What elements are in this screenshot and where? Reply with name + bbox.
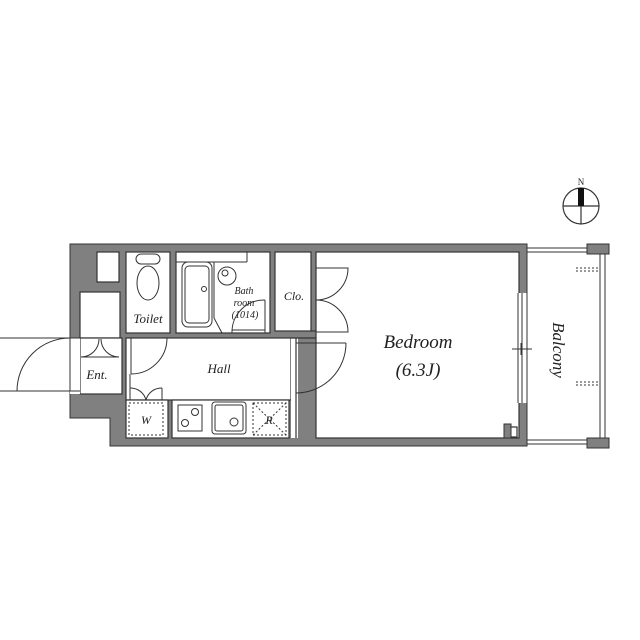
hall-label: Hall [206, 361, 231, 376]
rooms [79, 251, 520, 439]
refrigerator-label: R [264, 413, 273, 427]
toilet-door [130, 337, 168, 375]
compass-icon: N [562, 177, 600, 225]
bath-label-2: room [234, 298, 255, 309]
stove-icon [177, 404, 203, 432]
bath-label-3: (1014) [232, 310, 259, 321]
bath-door [231, 299, 266, 334]
closet [274, 251, 312, 332]
toilet-label: Toilet [133, 311, 163, 326]
entrance-label: Ent. [85, 367, 107, 382]
balcony-window[interactable] [512, 293, 532, 403]
toilet-icon [135, 253, 161, 301]
entrance [79, 337, 123, 395]
kitchen-sink-icon [211, 401, 247, 435]
refrigerator-space: R [252, 402, 287, 436]
balcony [527, 243, 610, 449]
balcony-label: Balcony [549, 322, 568, 378]
bedroom-door [295, 342, 347, 394]
storage-box [96, 251, 120, 283]
kitchen-counter [171, 399, 290, 439]
shoe-storage [79, 291, 121, 339]
front-door[interactable] [0, 337, 80, 394]
compass-north-label: N [578, 177, 585, 187]
washer-space [125, 399, 169, 439]
bedroom [315, 251, 520, 439]
washer-label: W [141, 413, 152, 427]
bedroom-label: Bedroom [384, 332, 453, 353]
washer-doors [129, 374, 163, 401]
closet-doors [315, 267, 349, 333]
closet-label: Clo. [284, 289, 304, 303]
sink-icon [217, 266, 237, 286]
bath-label-1: Bath [235, 286, 254, 297]
bedroom-size: (6.3J) [396, 360, 441, 381]
shoe-cabinet-doors [80, 337, 122, 358]
